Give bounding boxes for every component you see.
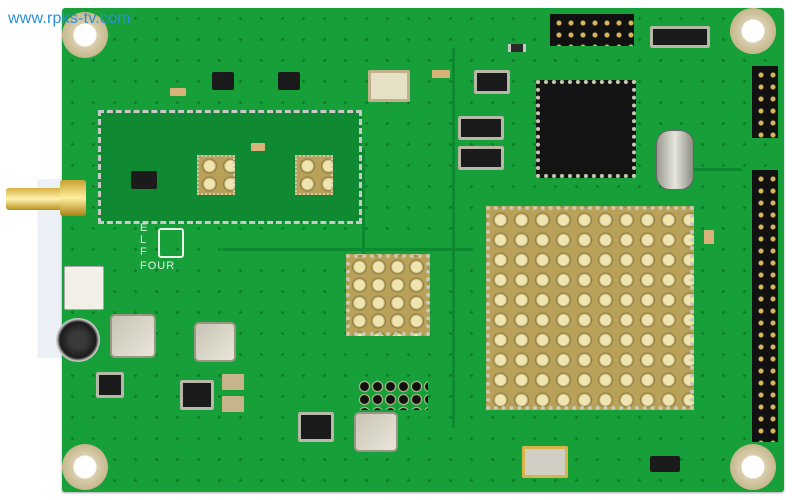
regulator-ic (96, 372, 124, 398)
rf-shield-frame (98, 110, 362, 224)
mounting-hole-top-left (62, 12, 108, 58)
smd-ic (650, 456, 680, 472)
smd-diode (508, 44, 526, 52)
silkscreen-letter: L (140, 234, 148, 246)
oscillator (368, 70, 410, 102)
smd-capacitor (170, 88, 186, 96)
smd-capacitor (251, 143, 265, 151)
smd-ic (458, 116, 504, 140)
unpopulated-header-pads (358, 380, 428, 410)
pin-header-right-small[interactable] (752, 66, 778, 138)
power-connector[interactable] (64, 266, 104, 310)
microcontroller-qfp (536, 80, 636, 178)
smd-capacitor (432, 70, 450, 78)
power-inductor (110, 314, 156, 358)
trace (362, 148, 365, 268)
rf-filter (295, 155, 333, 195)
smd-capacitor (222, 374, 244, 390)
pin-header-top[interactable] (550, 14, 634, 46)
smd-ic (278, 72, 300, 90)
pin-header-right-long[interactable] (752, 170, 778, 442)
smd-capacitor (222, 396, 244, 412)
rf-filter (197, 155, 235, 195)
trace (452, 48, 455, 428)
fpga-heatsink-large (486, 206, 694, 410)
smd-ic-bottom (298, 412, 334, 442)
silkscreen-letter: E (140, 222, 149, 234)
website-watermark: www.rpks-tv.com (8, 10, 131, 27)
power-inductor (194, 322, 236, 362)
mounting-hole-bottom-left (62, 444, 108, 490)
mounting-hole-top-right (730, 8, 776, 54)
smd-capacitor (704, 230, 714, 244)
power-inductor-bottom (354, 412, 398, 452)
regulator-ic (180, 380, 214, 410)
heatsink-small (346, 254, 430, 336)
pcb-board: E L F FOUR (6, 8, 784, 492)
oscillator-bottom (522, 446, 568, 478)
mounting-hole-bottom-right (730, 444, 776, 490)
smd-ic (458, 146, 504, 170)
smd-ic (474, 70, 510, 94)
trace (222, 248, 472, 251)
trace (682, 168, 742, 171)
rf-ic (131, 171, 157, 189)
crystal-oscillator (656, 130, 694, 190)
silkscreen-letter: F (140, 246, 148, 258)
electrolytic-capacitor (56, 318, 100, 362)
silkscreen-caption: FOUR (140, 260, 176, 272)
sma-rf-connector[interactable] (6, 180, 86, 216)
smd-ic-top-right (650, 26, 710, 48)
smd-ic (212, 72, 234, 90)
elf-logo-silkscreen (158, 228, 184, 258)
